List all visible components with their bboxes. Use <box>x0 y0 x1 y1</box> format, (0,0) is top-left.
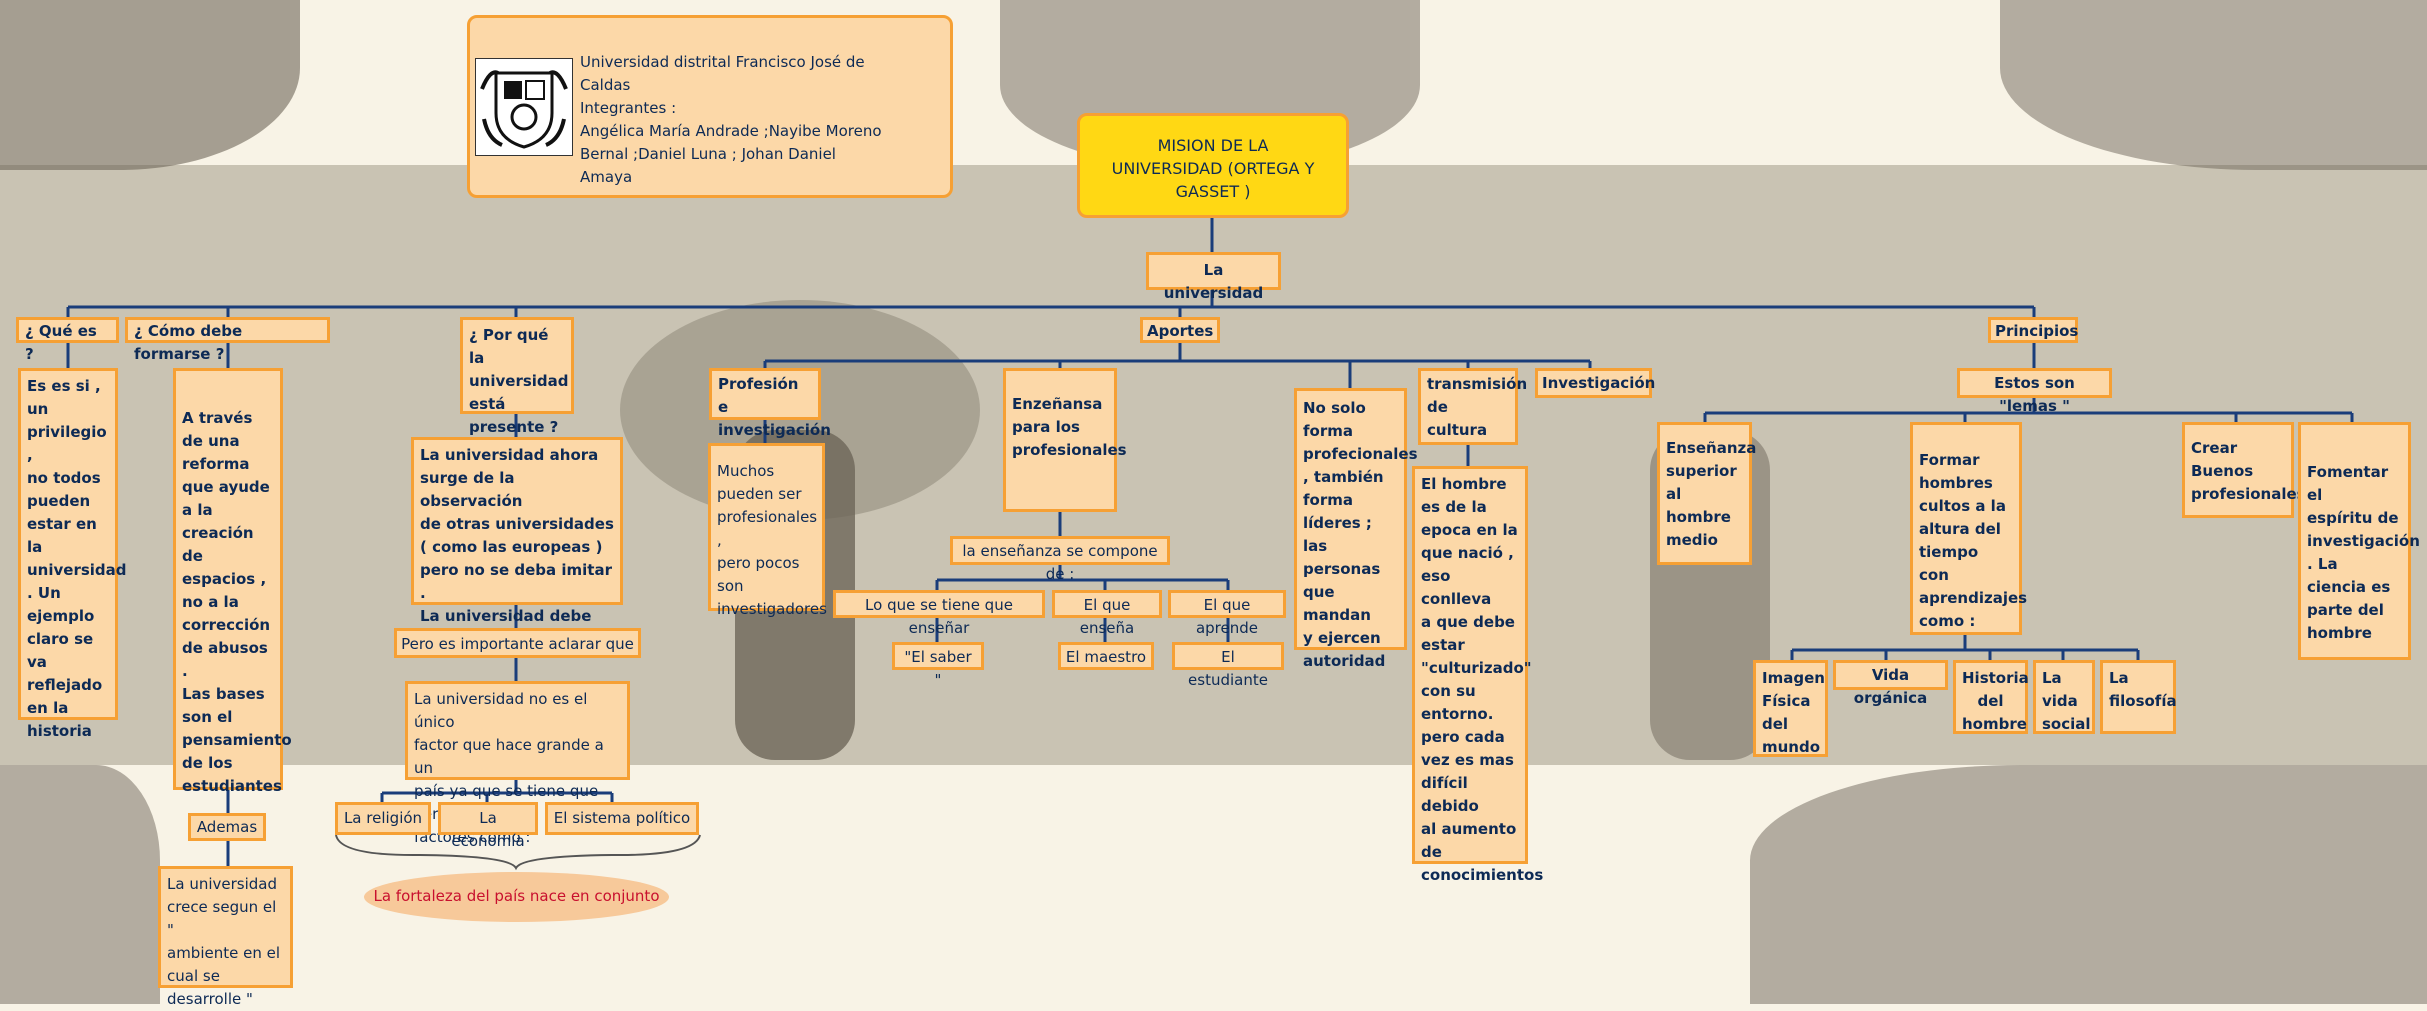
aporte-profesion-detail[interactable]: Muchos pueden ser profesionales , pero p… <box>708 443 827 618</box>
connector-ademas[interactable]: Ademas <box>188 813 266 841</box>
factors-brace <box>335 834 701 871</box>
title-box: Universidad distrital Francisco José de … <box>467 15 953 198</box>
principio-fomentar-investigacion[interactable]: Fomentar el espíritu de investigación . … <box>2298 422 2420 660</box>
question-como-formarse[interactable]: ¿ Cómo debe formarse ? <box>125 317 330 363</box>
aporte-profesion[interactable]: Profesión e investigación <box>709 368 831 439</box>
ensenanza-connector[interactable]: la enseñanza se compone de : <box>950 536 1170 583</box>
aporte-no-solo[interactable]: No solo forma profecionales , también fo… <box>1294 388 1418 670</box>
background-shape-bottom-right <box>1750 765 2427 1004</box>
component-el-que-ensena[interactable]: El que enseña <box>1052 590 1162 637</box>
main-topic[interactable]: MISION DE LA UNIVERSIDAD (ORTEGA Y GASSE… <box>1077 113 1349 218</box>
aprendizaje-imagen-fisica[interactable]: Imagen Física del mundo <box>1753 660 1828 757</box>
question-por-que[interactable]: ¿ Por qué la universidad está presente ? <box>460 317 574 436</box>
conclusion-fortaleza[interactable]: La fortaleza del país nace en conjunto <box>364 872 669 922</box>
factor-economia[interactable]: La economía <box>438 802 538 850</box>
aprendizaje-historia-hombre[interactable]: Historia del hombre <box>1953 660 2029 734</box>
aportes-node[interactable]: Aportes <box>1140 317 1220 343</box>
detail-universidad-no-unico[interactable]: La universidad no es el único factor que… <box>405 681 630 846</box>
answer-como-formarse[interactable]: A través de una reforma que ayude a la c… <box>173 368 292 795</box>
child-el-saber[interactable]: "El saber " <box>892 642 984 689</box>
answer-por-que[interactable]: La universidad ahora surge de la observa… <box>411 437 623 648</box>
title-box-text: Universidad distrital Francisco José de … <box>580 53 882 186</box>
aprendizaje-vida-social[interactable]: La vida social <box>2033 660 2095 734</box>
principio-formar-hombres[interactable]: Formar hombres cultos a la altura del ti… <box>1910 422 2027 635</box>
aporte-ensenanza[interactable]: Enzeñansa para los profesionales <box>1003 368 1127 512</box>
component-que-ensenar[interactable]: Lo que se tiene que enseñar <box>833 590 1045 637</box>
aprendizaje-filosofia[interactable]: La filosofía <box>2100 660 2177 734</box>
aprendizaje-vida-organica[interactable]: Vida orgánica <box>1833 660 1948 707</box>
aporte-transmision[interactable]: transmisión de cultura <box>1418 368 1527 445</box>
central-node[interactable]: La universidad <box>1146 252 1281 302</box>
answer-que-es[interactable]: Es es si , un privilegio , no todos pued… <box>18 368 127 740</box>
principio-crear-profesionales[interactable]: Crear Buenos profesionales <box>2182 422 2306 518</box>
factor-sistema-politico[interactable]: El sistema político <box>545 802 699 835</box>
factor-religion[interactable]: La religión <box>335 802 431 835</box>
background-shape-bottom-left <box>0 765 160 1004</box>
aporte-investigacion[interactable]: Investigación <box>1535 368 1655 398</box>
principio-ensenanza-superior[interactable]: Enseñanza superior al hombre medio <box>1657 422 1756 565</box>
aporte-transmision-detail[interactable]: El hombre es de la epoca en la que nació… <box>1412 466 1543 884</box>
connector-pero-importante[interactable]: Pero es importante aclarar que <box>394 628 641 658</box>
component-el-que-aprende[interactable]: El que aprende <box>1168 590 1286 637</box>
lemas-node[interactable]: Estos son "lemas " <box>1957 368 2112 415</box>
detail-universidad-crece[interactable]: La universidad crece segun el " ambiente… <box>158 866 293 1008</box>
university-crest-icon <box>475 58 573 156</box>
question-que-es[interactable]: ¿ Qué es ? <box>16 317 119 363</box>
principios-node[interactable]: Principios <box>1988 317 2078 343</box>
child-el-estudiante[interactable]: El estudiante <box>1172 642 1284 689</box>
child-el-maestro[interactable]: El maestro <box>1058 642 1154 670</box>
